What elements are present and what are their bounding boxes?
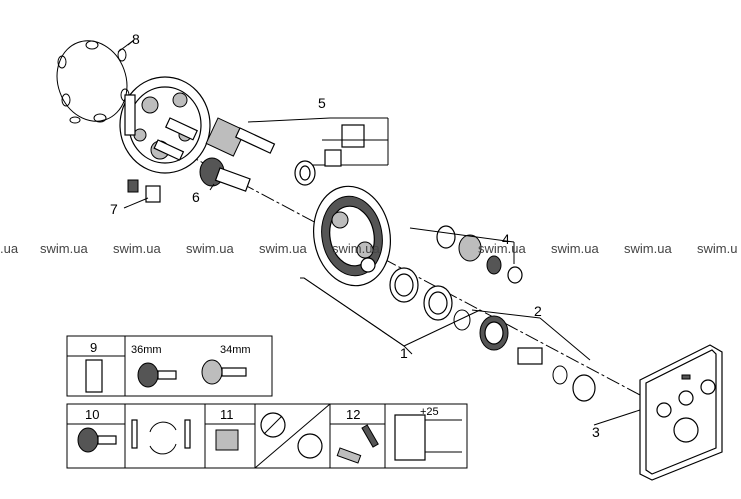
tube-icon-2: [361, 424, 379, 448]
info-panel-bottom: 10 11 12 +25: [66, 403, 468, 469]
callout-5: 5: [318, 95, 326, 111]
valve-tool-icon: [215, 429, 239, 451]
ring-set-part-4: [409, 225, 523, 284]
watermark-1: .ua: [0, 241, 19, 256]
cartridge-part-5: [205, 117, 389, 186]
info-panel-9: 9 36mm 34mm: [66, 335, 273, 397]
tube-icon-1: [336, 447, 362, 464]
panel-9-number: 9: [90, 340, 97, 355]
rotate-arrows-icon: [149, 421, 177, 455]
thermometer-icon: [131, 419, 138, 449]
watermark-10: swim.u: [697, 241, 737, 256]
valve-body-part: [119, 76, 211, 174]
cartridge-part-6: [199, 157, 251, 192]
thermometer-icon-2: [184, 419, 191, 449]
spare-cartridge-icon: [85, 359, 103, 393]
fitting-part-7: [123, 179, 161, 209]
callout-4: 4: [502, 231, 510, 247]
panel-10-number: 10: [85, 407, 99, 422]
panel-11-number: 11: [220, 407, 234, 422]
cartridge-icon: [77, 427, 99, 453]
callout-6: 6: [192, 189, 200, 205]
watermark-7: swim.ua: [478, 241, 526, 256]
watermark-2: swim.ua: [40, 241, 88, 256]
panel-12-number: 12: [346, 407, 360, 422]
watermark-9: swim.ua: [624, 241, 672, 256]
watermark-5: swim.ua: [259, 241, 307, 256]
callout-1: 1: [400, 345, 408, 361]
callout-7: 7: [110, 201, 118, 217]
callout-2: 2: [534, 303, 542, 319]
watermark-6: swim.ua: [332, 241, 380, 256]
face-plate-part-3: [639, 344, 723, 481]
callout-3: 3: [592, 424, 600, 440]
clean-icon: [297, 433, 323, 459]
cartridge-34mm-icon: [201, 359, 223, 385]
watermark-4: swim.ua: [186, 241, 234, 256]
size-36mm-label: 36mm: [131, 344, 162, 356]
sleeve-set-part-1: [389, 267, 471, 331]
center-axis-line: [159, 139, 641, 396]
cover-plate-part: [312, 185, 392, 287]
size-34mm-label: 34mm: [220, 344, 251, 356]
handle-set-part-2: [471, 309, 596, 402]
watermark-8: swim.ua: [551, 241, 599, 256]
callout-8: 8: [132, 31, 140, 47]
install-box-icon: [394, 414, 426, 461]
watermark-3: swim.ua: [113, 241, 161, 256]
cartridge-36mm-icon: [137, 362, 159, 388]
